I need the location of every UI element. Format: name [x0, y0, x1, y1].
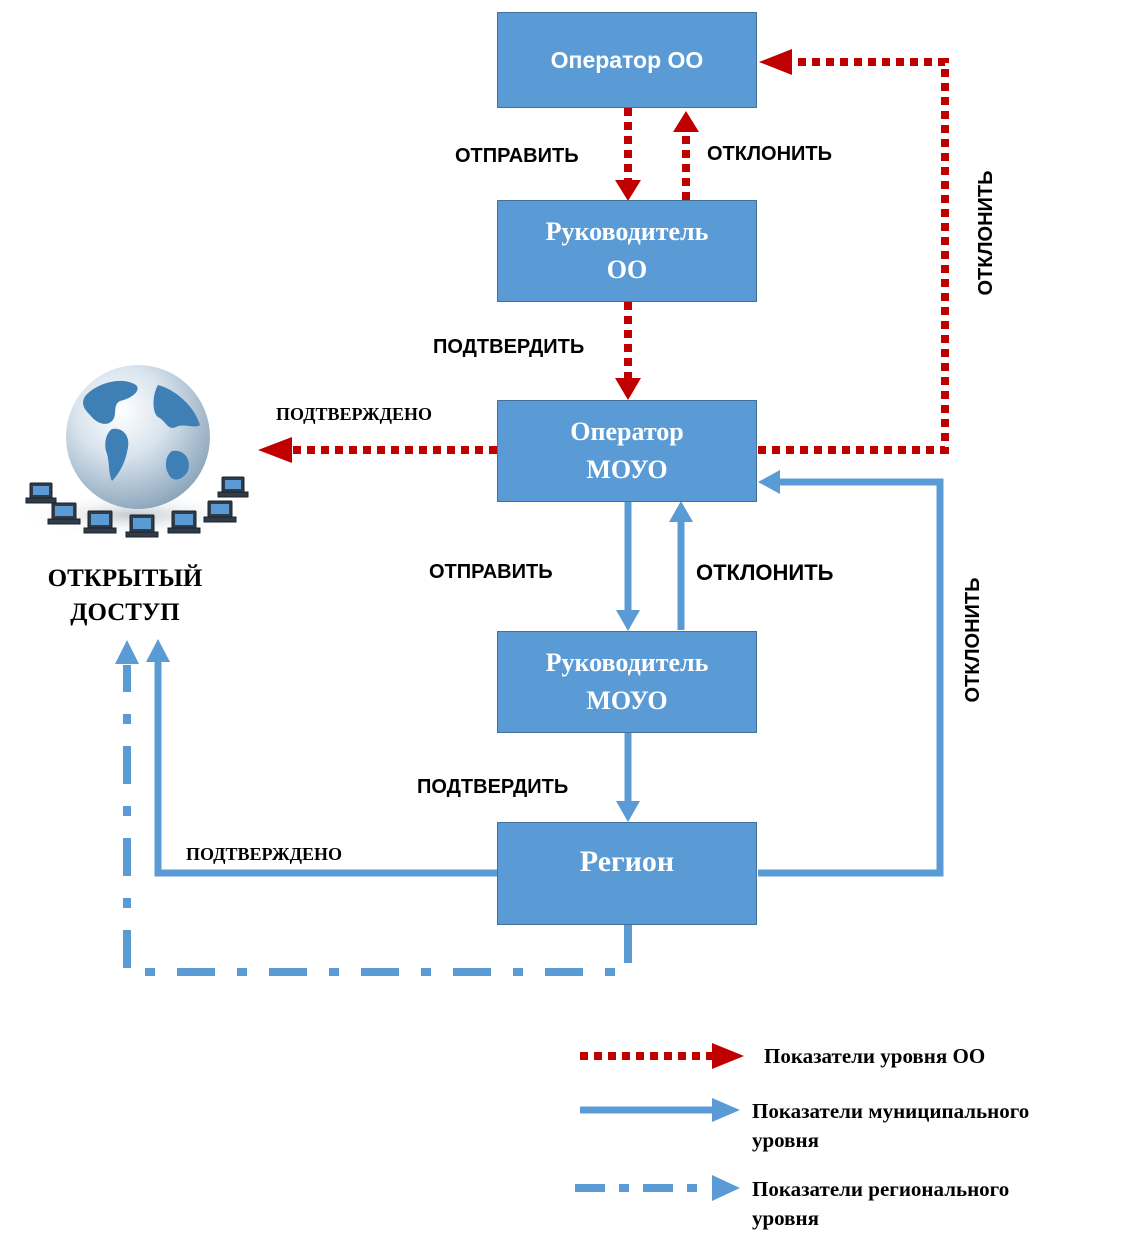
region-label: Регион — [579, 845, 675, 878]
arrowhead — [669, 501, 693, 522]
send-oo-label: ОТПРАВИТЬ — [455, 145, 579, 167]
legend-regional-level: Показатели регионального уровня — [752, 1175, 1009, 1233]
head-oo-box: Руководитель ОО — [497, 200, 757, 302]
operator-mouo-label-line2: МОУО — [586, 455, 668, 484]
confirm-oo-label: ПОДТВЕРДИТЬ — [433, 336, 585, 358]
legend-municipal-line2: уровня — [752, 1128, 819, 1152]
municipal-level-flows — [154, 478, 944, 877]
reject-region-line — [758, 478, 944, 877]
operator-oo-box: Оператор ОО — [497, 12, 757, 108]
reject-right-top-label: ОТКЛОНИТЬ — [975, 170, 997, 296]
regional-level-flow — [123, 665, 632, 976]
reject-oo-label: ОТКЛОНИТЬ — [707, 143, 832, 165]
confirmed-bottom-label: ПОДТВЕРЖДЕНО — [186, 844, 343, 864]
arrowhead — [759, 49, 792, 75]
arrowhead — [146, 639, 170, 662]
region-to-open-access-line — [123, 665, 632, 976]
arrowhead — [758, 470, 780, 494]
municipal-level-arrowheads — [146, 470, 780, 822]
legend-samples — [575, 1043, 744, 1201]
oo-level-arrowheads — [258, 49, 792, 463]
legend-oo-level: Показатели уровня ОО — [764, 1044, 986, 1068]
legend-oo-arrowhead — [712, 1043, 744, 1069]
open-access-line2: ДОСТУП — [70, 599, 180, 626]
reject-right-bottom-label: ОТКЛОНИТЬ — [962, 577, 984, 703]
head-mouo-label-line2: МОУО — [586, 686, 668, 715]
region-box: Регион — [497, 822, 757, 925]
reject-mouo-label: ОТКЛОНИТЬ — [696, 560, 834, 585]
legend-municipal-arrowhead — [712, 1098, 740, 1122]
operator-mouo-box: Оператор МОУО — [497, 400, 757, 502]
legend-municipal-level: Показатели муниципального уровня — [752, 1097, 1029, 1155]
confirm-mouo-label: ПОДТВЕРДИТЬ — [417, 776, 569, 798]
head-oo-label-line2: ОО — [606, 255, 648, 284]
head-oo-label-line1: Руководитель — [545, 217, 709, 246]
legend-regional-line1: Показатели регионального — [752, 1177, 1010, 1201]
head-mouo-label-line1: Руководитель — [545, 648, 709, 677]
confirmed-top-label: ПОДТВЕРЖДЕНО — [276, 404, 433, 424]
globe-network-icon — [8, 355, 258, 543]
operator-mouo-label-line1: Оператор — [570, 417, 684, 446]
send-mouo-label: ОТПРАВИТЬ — [429, 561, 553, 583]
legend-regional-line2: уровня — [752, 1206, 819, 1230]
head-mouo-box: Руководитель МОУО — [497, 631, 757, 733]
legend-municipal-line1: Показатели муниципального — [752, 1099, 1030, 1123]
open-access-label: ОТКРЫТЫЙ ДОСТУП — [20, 562, 230, 630]
reject-to-operator-oo-line — [758, 58, 949, 454]
arrowhead — [115, 640, 139, 664]
legend-regional-arrowhead — [712, 1175, 740, 1201]
confirmed-to-open-access-blue — [154, 660, 497, 877]
open-access-line1: ОТКРЫТЫЙ — [47, 565, 203, 592]
arrowhead — [616, 801, 640, 822]
arrowhead — [615, 180, 641, 201]
arrowhead — [258, 437, 292, 463]
operator-oo-label: Оператор ОО — [550, 46, 704, 73]
arrowhead — [616, 610, 640, 631]
arrowhead — [615, 378, 641, 400]
arrowhead — [673, 111, 699, 132]
globe-network-icon-svg — [18, 365, 249, 538]
oo-level-flows — [290, 58, 949, 454]
